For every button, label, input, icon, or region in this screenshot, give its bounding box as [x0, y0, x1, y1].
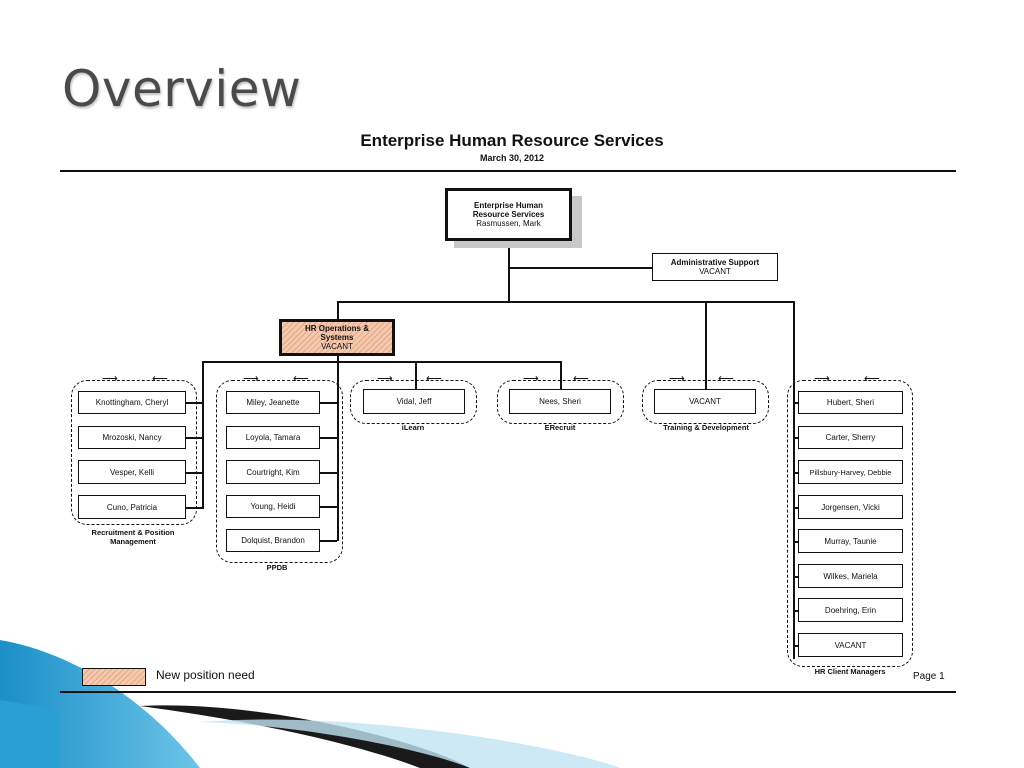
admin-support-box: Administrative Support VACANT [652, 253, 778, 281]
connector [337, 505, 339, 541]
connector [705, 301, 707, 389]
page-number: Page 1 [913, 671, 945, 682]
ppdb-member: Dolquist, Brandon [226, 529, 320, 552]
arrow-right-icon: ⟶ [102, 373, 118, 385]
recruitment-member: Knottingham, Cheryl [78, 391, 186, 414]
connector [320, 437, 337, 439]
client-manager-member: Wilkes, Mariela [798, 564, 903, 588]
client-manager-member: Doehring, Erin [798, 598, 903, 622]
arrow-left-icon: ⟵ [718, 373, 734, 385]
connector [202, 361, 560, 363]
ilearn-label: iLearn [401, 423, 425, 432]
ilearn-member: Vidal, Jeff [363, 389, 465, 414]
client-managers-group-outline [787, 380, 913, 667]
training-member: VACANT [654, 389, 756, 414]
client-manager-member: Hubert, Sheri [798, 391, 903, 414]
hr-operations-line1: HR Operations & [304, 324, 369, 333]
recruitment-member: Cuno, Patricia [78, 495, 186, 519]
connector [186, 402, 202, 404]
ppdb-member: Courtright, Kim [226, 460, 320, 484]
connector [202, 361, 204, 509]
arrow-right-icon: ⟶ [814, 373, 830, 385]
slide-title: Overview [62, 60, 302, 118]
client-managers-label: HR Client Managers [814, 667, 886, 676]
connector [186, 437, 202, 439]
arrow-left-icon: ⟵ [573, 373, 589, 385]
connector [320, 540, 337, 542]
client-manager-member: Jorgensen, Vicki [798, 495, 903, 519]
connector [793, 301, 795, 659]
ppdb-label: PPDB [266, 563, 288, 572]
connector [186, 472, 202, 474]
top-rule [60, 170, 956, 172]
arrow-right-icon: ⟶ [243, 373, 259, 385]
org-head-name: Rasmussen, Mark [476, 219, 541, 228]
client-manager-member: VACANT [798, 633, 903, 657]
recruitment-label: Recruitment & Position Management [68, 528, 198, 546]
training-label: Training & Development [663, 423, 749, 432]
connector [793, 576, 798, 578]
connector [508, 240, 510, 302]
hr-operations-line2: Systems [320, 333, 354, 342]
connector [320, 402, 337, 404]
org-head-box: Enterprise Human Resource Services Rasmu… [445, 188, 572, 241]
ppdb-member: Young, Heidi [226, 495, 320, 518]
client-manager-member: Carter, Sherry [798, 426, 903, 449]
erecruit-label: ERecruit [544, 423, 576, 432]
training-group-outline [642, 380, 769, 424]
ppdb-member: Loyola, Tamara [226, 426, 320, 449]
connector [793, 645, 798, 647]
connector [793, 402, 798, 404]
org-head-line2: Resource Services [472, 210, 545, 219]
legend-new-position-swatch [82, 668, 146, 686]
chart-date: March 30, 2012 [479, 153, 545, 163]
connector [560, 361, 562, 389]
recruitment-label-line2: Management [110, 537, 156, 546]
connector [508, 267, 652, 269]
recruitment-member: Mrozoski, Nancy [78, 426, 186, 449]
erecruit-member: Nees, Sheri [509, 389, 611, 414]
ppdb-member: Miley, Jeanette [226, 391, 320, 414]
bottom-rule [60, 691, 956, 693]
legend-label: New position need [156, 668, 255, 682]
arrow-right-icon: ⟶ [669, 373, 685, 385]
connector [186, 507, 202, 509]
hr-operations-box: HR Operations & Systems VACANT [279, 319, 395, 356]
hr-operations-line3: VACANT [321, 342, 353, 351]
arrow-left-icon: ⟵ [426, 373, 442, 385]
admin-support-title: Administrative Support [670, 258, 760, 267]
arrow-left-icon: ⟵ [152, 373, 168, 385]
admin-support-name: VACANT [699, 267, 731, 276]
org-head-line1: Enterprise Human [474, 201, 543, 210]
recruitment-group-outline [71, 380, 197, 525]
connector [793, 437, 798, 439]
ilearn-group-outline [350, 380, 477, 424]
connector [415, 361, 417, 389]
connector [337, 301, 339, 505]
connector [793, 610, 798, 612]
erecruit-group-outline [497, 380, 624, 424]
connector [320, 472, 337, 474]
arrow-left-icon: ⟵ [864, 373, 880, 385]
recruitment-label-line1: Recruitment & Position [91, 528, 175, 537]
client-manager-member: Pillsbury-Harvey, Debbie [798, 460, 903, 484]
connector [793, 541, 798, 543]
arrow-right-icon: ⟶ [523, 373, 539, 385]
ppdb-group-outline [216, 380, 343, 563]
arrow-left-icon: ⟵ [293, 373, 309, 385]
connector [337, 301, 794, 303]
client-manager-member: Murray, Taunie [798, 529, 903, 553]
connector [793, 472, 798, 474]
arrow-right-icon: ⟶ [377, 373, 393, 385]
recruitment-member: Vesper, Kelli [78, 460, 186, 484]
connector [320, 506, 337, 508]
chart-title: Enterprise Human Resource Services [360, 131, 664, 150]
connector [793, 507, 798, 509]
